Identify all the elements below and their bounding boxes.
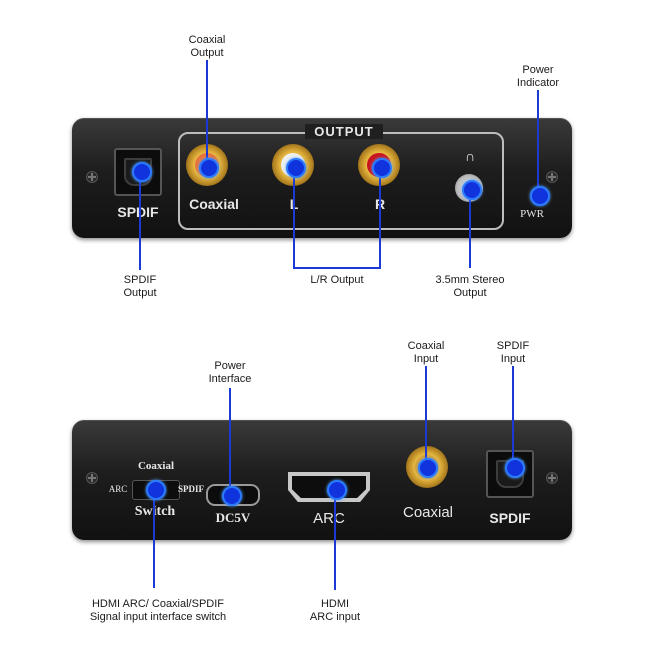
screw-right (546, 171, 558, 183)
screw-left (86, 171, 98, 183)
lr-output-callout: L/R Output (310, 274, 364, 286)
power-indicator-callout: Power Indicator (516, 64, 560, 89)
left-output-marker (286, 158, 306, 178)
switch-right-label: SPDIF (177, 484, 204, 494)
right-output-marker (372, 158, 392, 178)
switch-top-label: Coaxial (137, 460, 175, 472)
power-interface-callout: Power Interface (208, 360, 252, 385)
lr-output-pointer (293, 170, 381, 269)
switch-left-label: ARC (108, 484, 128, 494)
spdif-input-callout: SPDIF Input (496, 340, 530, 365)
spdif-input-marker (505, 458, 525, 478)
coaxial-input-marker (418, 458, 438, 478)
pwr-label: PWR (520, 208, 544, 220)
stereo-output-callout: 3.5mm Stereo Output (435, 274, 505, 299)
hdmi-marker (327, 480, 347, 500)
screw-right (546, 472, 558, 484)
spdif-output-marker (132, 162, 152, 182)
screw-left (86, 472, 98, 484)
power-indicator-marker (530, 186, 550, 206)
dc-label: DC5V (215, 510, 251, 525)
coaxial-output-marker (199, 158, 219, 178)
coaxial-label: Coaxial (189, 196, 239, 212)
coaxial-output-callout: Coaxial Output (188, 34, 226, 59)
output-title: OUTPUT (305, 124, 383, 139)
bottom-coaxial-label: Coaxial (402, 504, 454, 521)
spdif-label: SPDIF (117, 204, 159, 220)
spdif-output-callout: SPDIF Output (123, 274, 157, 299)
hdmi-arc-callout: HDMI ARC input (309, 598, 361, 623)
coaxial-input-callout: Coaxial Input (407, 340, 445, 365)
headphone-icon: ∩ (464, 148, 476, 164)
stereo-output-marker (462, 180, 482, 200)
switch-marker (146, 480, 166, 500)
input-switch-callout: HDMI ARC/ Coaxial/SPDIF Signal input int… (89, 598, 227, 623)
bottom-spdif-label: SPDIF (489, 510, 531, 526)
arc-label: ARC (313, 510, 345, 527)
dc5v-marker (222, 486, 242, 506)
